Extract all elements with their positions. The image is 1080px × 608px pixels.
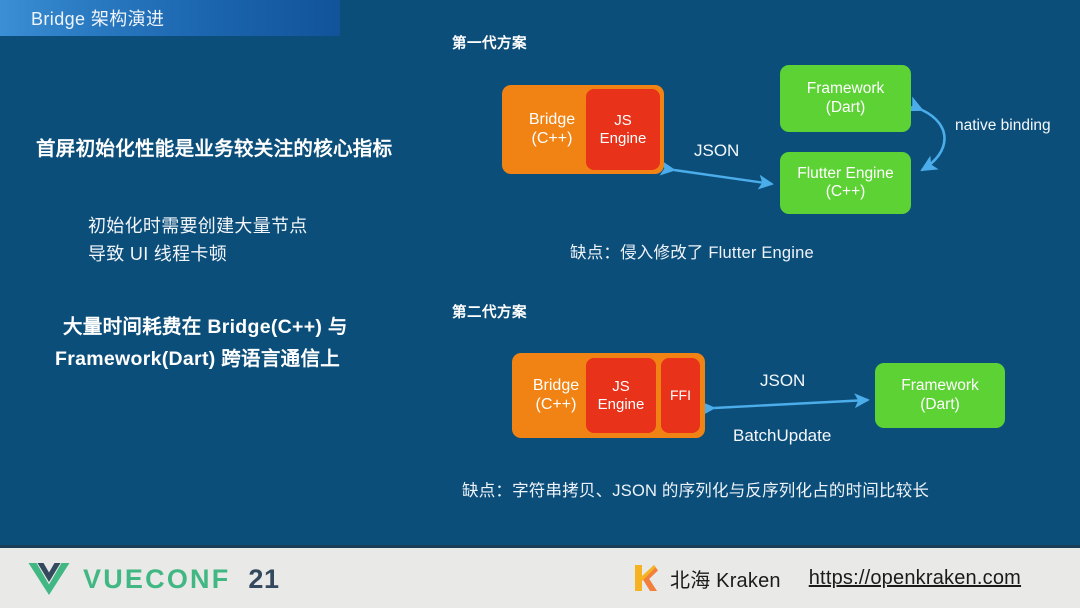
arrow-native-binding	[905, 96, 946, 172]
gen2-bridge-label-line2: (C++)	[535, 395, 577, 413]
conclusion-line-2: Framework(Dart) 跨语言通信上	[55, 348, 341, 370]
gen1-json-arrow-label: JSON	[694, 141, 740, 160]
gen2-framework-label-line2: (Dart)	[920, 395, 960, 413]
generation-1-heading: 第一代方案	[452, 36, 527, 52]
kraken-url-link[interactable]: https://openkraken.com	[808, 566, 1022, 589]
generation-1-caption: 缺点：侵入修改了 Flutter Engine	[570, 244, 814, 262]
page-title: Bridge 架构演进	[31, 9, 165, 29]
footer-divider	[0, 545, 1080, 548]
detail-line-1: 初始化时需要创建大量节点	[88, 216, 308, 236]
lead-statement: 首屏初始化性能是业务较关注的核心指标	[36, 138, 393, 160]
gen1-js-engine-label-line2: Engine	[599, 129, 647, 147]
gen1-framework-box[interactable]: Framework (Dart)	[780, 65, 911, 132]
gen1-flutter-engine-box[interactable]: Flutter Engine (C++)	[780, 152, 911, 214]
kraken-logo-icon	[630, 563, 658, 593]
vueconf-wordmark: VUECONF	[83, 563, 231, 594]
gen1-flutter-engine-label-line2: (C++)	[825, 183, 866, 200]
conclusion-line-1: 大量时间耗费在 Bridge(C++) 与	[63, 316, 348, 338]
kraken-branding: 北海 Kraken https://openkraken.com	[630, 563, 1021, 593]
gen2-batchupdate-arrow-label: BatchUpdate	[733, 426, 832, 445]
vueconf-year: 21	[248, 563, 280, 594]
footer-bar	[0, 548, 1080, 608]
arrow-json-batchupdate-gen2	[700, 393, 870, 417]
gen2-json-arrow-label: JSON	[760, 371, 806, 390]
gen1-js-engine-box[interactable]: JS Engine	[586, 89, 660, 170]
gen1-flutter-engine-label-line1: Flutter Engine	[797, 164, 894, 182]
gen1-framework-label-line1: Framework	[806, 80, 885, 98]
gen2-bridge-label-line1: Bridge	[532, 376, 580, 394]
detail-line-2: 导致 UI 线程卡顿	[88, 244, 228, 264]
gen1-js-engine-label-line1: JS	[614, 111, 632, 129]
gen2-framework-label-line1: Framework	[901, 377, 979, 395]
arrow-json-gen1	[659, 160, 774, 190]
gen1-bridge-label-line1: Bridge	[528, 110, 576, 128]
slide-title-bar: Bridge 架构演进	[0, 0, 340, 36]
gen2-framework-box[interactable]: Framework (Dart)	[875, 363, 1005, 428]
gen2-ffi-label: FFI	[670, 387, 691, 404]
gen1-framework-label-line2: (Dart)	[825, 98, 866, 116]
gen2-js-engine-box[interactable]: JS Engine	[586, 358, 656, 433]
vue-logo-icon	[28, 562, 70, 596]
vueconf-branding: VUECONF 21	[28, 562, 279, 596]
generation-2-heading: 第二代方案	[452, 305, 527, 321]
kraken-name: 北海 Kraken	[670, 569, 781, 592]
gen2-js-engine-label-line2: Engine	[597, 395, 645, 413]
generation-2-caption: 缺点：字符串拷贝、JSON 的序列化与反序列化占的时间比较长	[462, 482, 930, 500]
gen2-js-engine-label-line1: JS	[612, 377, 630, 395]
gen1-native-binding-arrow-label: native binding	[955, 117, 1051, 134]
gen1-bridge-label-line2: (C++)	[531, 129, 573, 147]
gen2-ffi-box[interactable]: FFI	[661, 358, 700, 433]
